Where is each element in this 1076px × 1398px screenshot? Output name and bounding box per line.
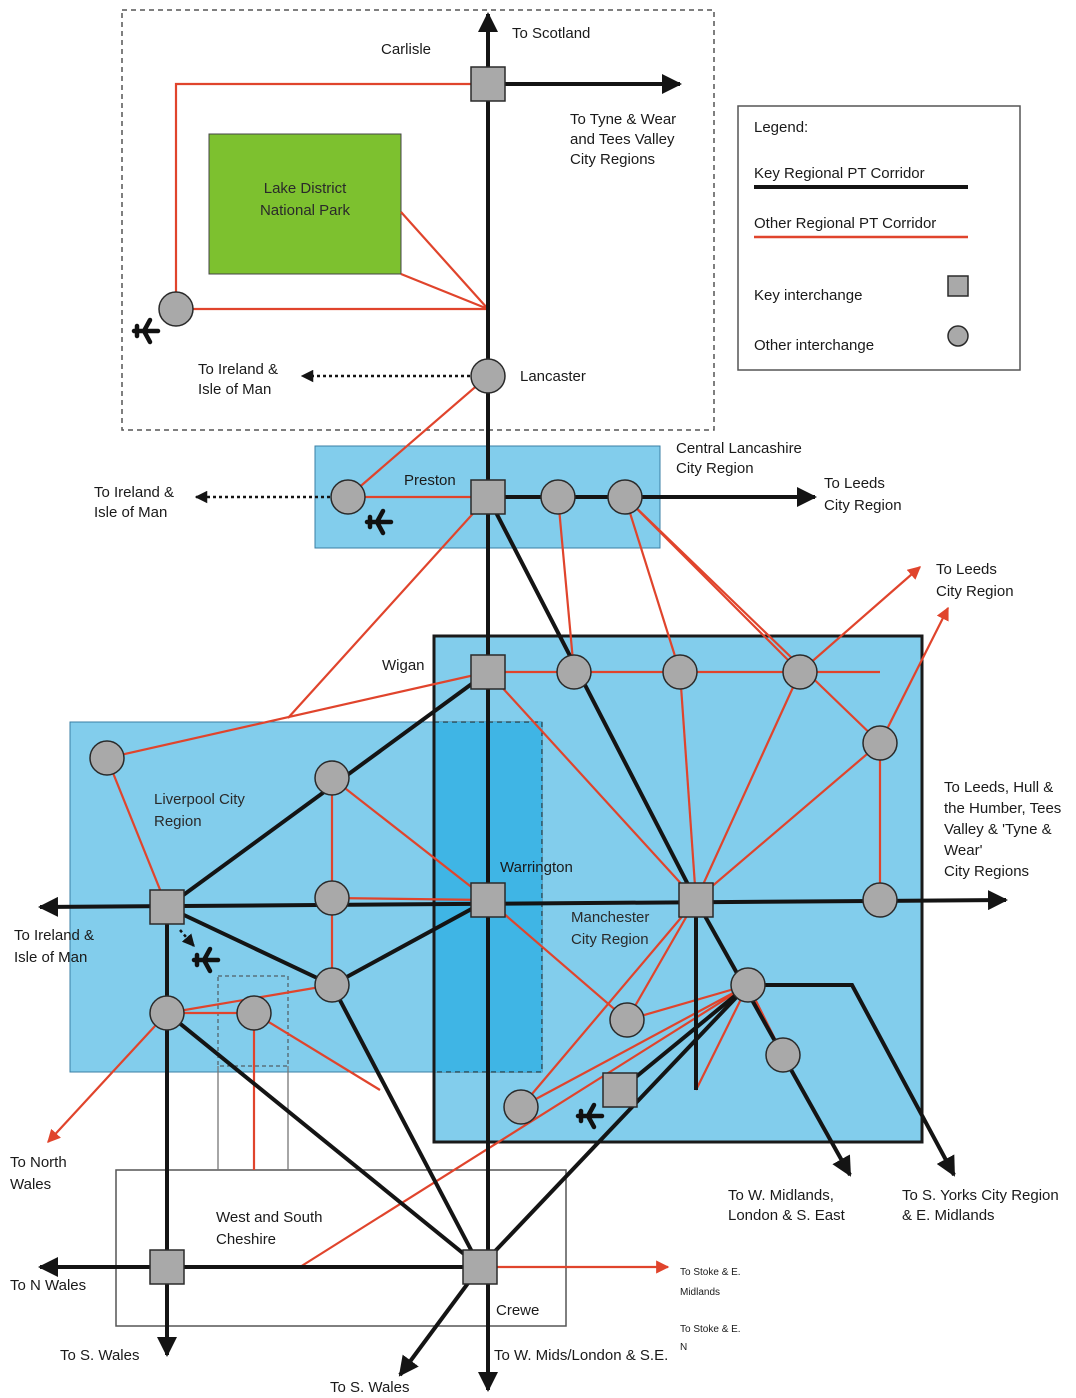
stockport-interchange bbox=[730, 967, 766, 1003]
cheshire-region bbox=[115, 1169, 567, 1327]
to-ireland-label-1: To Ireland &Isle of Man bbox=[198, 361, 278, 398]
warrington-label: Warrington bbox=[500, 859, 573, 876]
preston-interchange bbox=[470, 479, 506, 515]
blackburn-interchange bbox=[607, 479, 643, 515]
to-stoke-label-2: To Stoke & E.N bbox=[680, 1324, 741, 1353]
cheshire-connector bbox=[217, 1066, 289, 1170]
to-w-midlands-label: To W. Midlands,London & S. East bbox=[728, 1187, 846, 1224]
legend-key-corridor-label: Key Regional PT Corridor bbox=[754, 165, 925, 182]
key-interchanges bbox=[149, 66, 714, 1285]
to-stoke-label-1: To Stoke & E.Midlands bbox=[680, 1267, 741, 1298]
to-s-yorks-label: To S. Yorks City Region& E. Midlands bbox=[902, 1187, 1059, 1224]
blackpool-interchange bbox=[330, 479, 366, 515]
bolton-interchange bbox=[556, 654, 592, 690]
manchester-region-top-edge bbox=[432, 634, 924, 1144]
carlisle-label: Carlisle bbox=[381, 41, 431, 58]
legend-key-interchange-swatch bbox=[947, 275, 969, 297]
liverpool-interchange bbox=[149, 889, 185, 925]
northwich-interchange bbox=[503, 1089, 539, 1125]
crewe-interchange bbox=[462, 1249, 498, 1285]
ashton-interchange bbox=[862, 882, 898, 918]
ireland-links bbox=[179, 369, 476, 947]
widnes-interchange bbox=[314, 880, 350, 916]
altrincham-interchange bbox=[609, 1002, 645, 1038]
legend-key-interchange-label: Key interchange bbox=[754, 287, 862, 304]
cheshire-inner-boundary bbox=[217, 975, 289, 1067]
lancaster-label: Lancaster bbox=[520, 368, 586, 385]
southport-interchange bbox=[89, 740, 125, 776]
birkenhead-interchange bbox=[149, 995, 185, 1031]
to-ireland-label-3: To Ireland &Isle of Man bbox=[14, 927, 94, 966]
legend-other-interchange-label: Other interchange bbox=[754, 337, 874, 354]
wigan-label: Wigan bbox=[382, 657, 425, 674]
st-helens-interchange bbox=[314, 760, 350, 796]
macclesfield-interchange bbox=[765, 1037, 801, 1073]
cumbria-boundary bbox=[121, 9, 715, 431]
lake-district-park bbox=[208, 133, 402, 275]
preston-label: Preston bbox=[404, 472, 456, 489]
airplane-icon bbox=[134, 320, 158, 342]
other-interchanges bbox=[89, 291, 898, 1125]
crewe-label: Crewe bbox=[496, 1302, 539, 1319]
lancaster-interchange bbox=[470, 358, 506, 394]
preston-east-interchange bbox=[540, 479, 576, 515]
to-w-mids-london-label: To W. Mids/London & S.E. bbox=[494, 1347, 668, 1364]
legend: Legend: Key Regional PT Corridor Other R… bbox=[737, 105, 1021, 371]
to-s-wales-label-1: To S. Wales bbox=[60, 1347, 139, 1364]
legend-title: Legend: bbox=[754, 119, 808, 136]
to-n-wales-label: To N Wales bbox=[10, 1277, 86, 1294]
legend-other-corridor-label: Other Regional PT Corridor bbox=[754, 215, 936, 232]
to-scotland-label: To Scotland bbox=[512, 25, 590, 42]
to-ireland-label-2: To Ireland &Isle of Man bbox=[94, 484, 174, 521]
barrow-interchange bbox=[158, 291, 194, 327]
ellesmere-port-interchange bbox=[236, 995, 272, 1031]
wigan-interchange bbox=[470, 654, 506, 690]
runcorn-interchange bbox=[314, 967, 350, 1003]
manchester-airport-interchange bbox=[602, 1072, 638, 1108]
to-s-wales-label-2: To S. Wales bbox=[330, 1379, 409, 1396]
legend-other-interchange-swatch bbox=[947, 325, 969, 347]
warrington-interchange bbox=[470, 882, 506, 918]
other-corridor-arrows bbox=[47, 566, 949, 1274]
oldham-interchange bbox=[862, 725, 898, 761]
rochdale-interchange bbox=[782, 654, 818, 690]
manchester-interchange bbox=[678, 882, 714, 918]
carlisle-interchange bbox=[470, 66, 506, 102]
bury-interchange bbox=[662, 654, 698, 690]
chester-interchange bbox=[149, 1249, 185, 1285]
